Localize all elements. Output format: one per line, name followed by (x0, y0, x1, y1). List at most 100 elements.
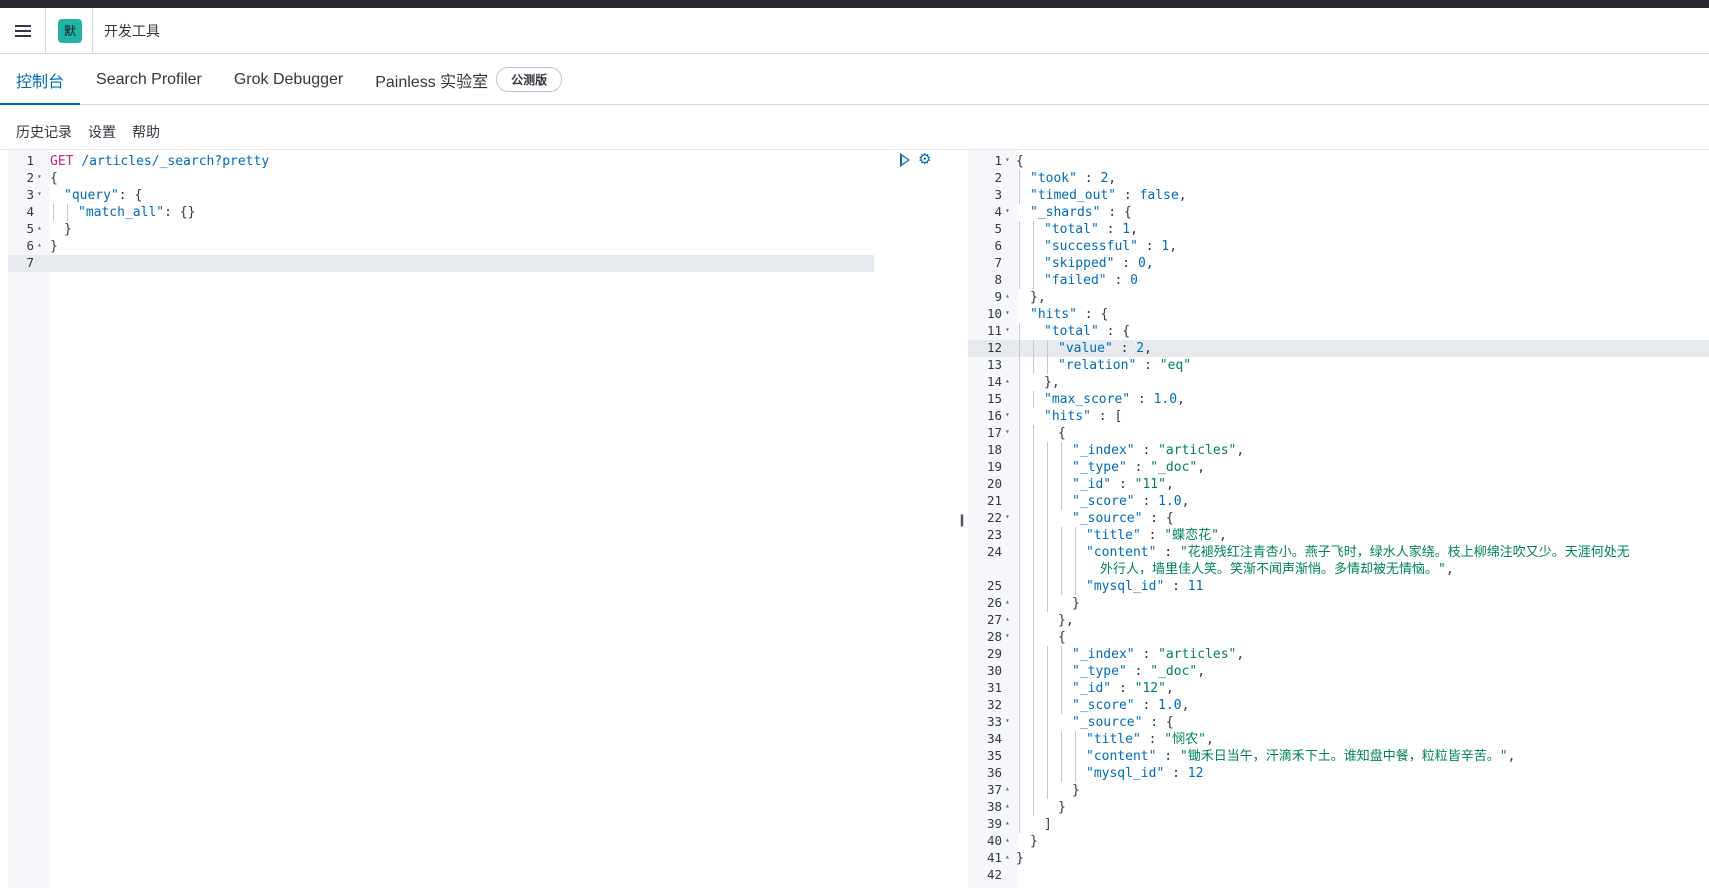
fold-close-icon[interactable]: ▴ (1005, 376, 1010, 385)
fold-close-icon[interactable]: ▴ (1005, 818, 1010, 827)
line-number: 15 (986, 391, 1002, 406)
response-editor[interactable]: 1▾{2"took" : 2,3"timed_out" : false,4▾"_… (968, 150, 1709, 888)
indent-guide (1019, 561, 1020, 578)
indent-guide (1019, 340, 1020, 357)
settings-link[interactable]: 设置 (88, 124, 116, 140)
code-line: "content" : "花褪残红注青杏小。燕子飞时，绿水人家绕。枝上柳绵注吹又… (1086, 545, 1630, 560)
fold-open-icon[interactable]: ▾ (37, 172, 42, 181)
space-avatar[interactable]: 默 (58, 18, 82, 43)
code-line: "title" : "悯农", (1086, 732, 1214, 747)
indent-guide (1019, 510, 1020, 527)
fold-open-icon[interactable]: ▾ (1005, 427, 1010, 436)
indent-guide (1019, 493, 1020, 510)
indent-guide (1033, 612, 1034, 629)
fold-open-icon[interactable]: ▾ (1005, 155, 1010, 164)
code-line: }, (1058, 613, 1074, 628)
indent-guide (1047, 714, 1048, 731)
indent-guide (1033, 221, 1034, 238)
indent-guide (1033, 714, 1034, 731)
code-line: "total" : { (1044, 324, 1131, 339)
fold-close-icon[interactable]: ▴ (1005, 291, 1010, 300)
line-number: 3 (26, 187, 34, 202)
indent-guide (1033, 340, 1034, 357)
indent-guide (1033, 561, 1034, 578)
fold-close-icon[interactable]: ▴ (1005, 801, 1010, 810)
indent-guide (1047, 544, 1048, 561)
indent-guide (1047, 561, 1048, 578)
indent-guide (1047, 527, 1048, 544)
fold-open-icon[interactable]: ▾ (37, 189, 42, 198)
history-link[interactable]: 历史记录 (16, 124, 72, 140)
code-line: } (1072, 596, 1080, 611)
indent-guide (1033, 731, 1034, 748)
code-line: "match_all": {} (78, 205, 196, 220)
indent-guide (1019, 629, 1020, 646)
indent-guide (1061, 527, 1062, 544)
fold-close-icon[interactable]: ▴ (1005, 784, 1010, 793)
code-line: "title" : "蝶恋花", (1086, 528, 1227, 543)
fold-open-icon[interactable]: ▾ (1005, 512, 1010, 521)
send-request-icon[interactable] (900, 153, 910, 167)
fold-open-icon[interactable]: ▾ (1005, 716, 1010, 725)
code-line: "query": { (64, 188, 143, 203)
tab-painless-label: Painless 实验室 (375, 73, 489, 91)
fold-open-icon[interactable]: ▾ (1005, 325, 1010, 334)
code-line: } (64, 222, 72, 237)
code-line: "value" : 2, (1058, 341, 1152, 356)
subnav-divider (0, 149, 1709, 150)
tab-search-profiler[interactable]: Search Profiler (96, 70, 202, 88)
code-line: } (1072, 783, 1080, 798)
indent-guide (1033, 459, 1034, 476)
help-link[interactable]: 帮助 (132, 124, 160, 140)
indent-guide (1033, 425, 1034, 442)
indent-guide (1019, 272, 1020, 289)
line-number: 10 (986, 306, 1002, 321)
code-line: "_score" : 1.0, (1072, 698, 1190, 713)
pane-resizer[interactable]: || (959, 511, 965, 527)
code-line: } (1058, 800, 1066, 815)
indent-guide (1019, 221, 1020, 238)
tab-grok-debugger[interactable]: Grok Debugger (233, 70, 344, 88)
fold-open-icon[interactable]: ▾ (1005, 308, 1010, 317)
line-number: 7 (994, 255, 1002, 270)
code-line: "successful" : 1, (1044, 239, 1178, 254)
fold-close-icon[interactable]: ▴ (1005, 852, 1010, 861)
indent-guide (1019, 374, 1020, 391)
fold-close-icon[interactable]: ▴ (1005, 614, 1010, 623)
line-number: 5 (26, 221, 34, 236)
indent-guide (1019, 391, 1020, 408)
code-line: "_score" : 1.0, (1072, 494, 1190, 509)
fold-close-icon[interactable]: ▴ (37, 223, 42, 232)
fold-open-icon[interactable]: ▾ (1005, 631, 1010, 640)
line-number: 29 (986, 646, 1002, 661)
indent-guide (1061, 646, 1062, 663)
hamburger-menu-icon[interactable] (0, 7, 46, 54)
active-line-highlight (8, 255, 874, 272)
indent-guide (1033, 357, 1034, 374)
indent-guide (1019, 459, 1020, 476)
code-line: "timed_out" : false, (1030, 188, 1187, 203)
line-number: 3 (994, 187, 1002, 202)
indent-guide (1019, 408, 1020, 425)
fold-open-icon[interactable]: ▾ (1005, 206, 1010, 215)
tab-console[interactable]: 控制台 (0, 55, 81, 105)
code-line: "_index" : "articles", (1072, 647, 1245, 662)
fold-close-icon[interactable]: ▴ (1005, 597, 1010, 606)
indent-guide (1061, 544, 1062, 561)
indent-guide (1033, 391, 1034, 408)
fold-open-icon[interactable]: ▾ (1005, 410, 1010, 419)
tab-painless-lab[interactable]: Painless 实验室 公测版 (359, 55, 578, 104)
devtools-tabs: 控制台 Search Profiler Grok Debugger Painle… (0, 55, 1709, 105)
indent-guide (1061, 578, 1062, 595)
code-line: "_type" : "_doc", (1072, 664, 1206, 679)
line-number: 37 (986, 782, 1002, 797)
code-line: "relation" : "eq" (1058, 358, 1192, 373)
indent-guide (1019, 476, 1020, 493)
line-number: 9 (994, 289, 1002, 304)
line-number: 2 (26, 170, 34, 185)
wrench-icon[interactable]: ⚙ (918, 151, 932, 168)
fold-close-icon[interactable]: ▴ (37, 240, 42, 249)
indent-guide (1075, 561, 1076, 578)
fold-close-icon[interactable]: ▴ (1005, 835, 1010, 844)
